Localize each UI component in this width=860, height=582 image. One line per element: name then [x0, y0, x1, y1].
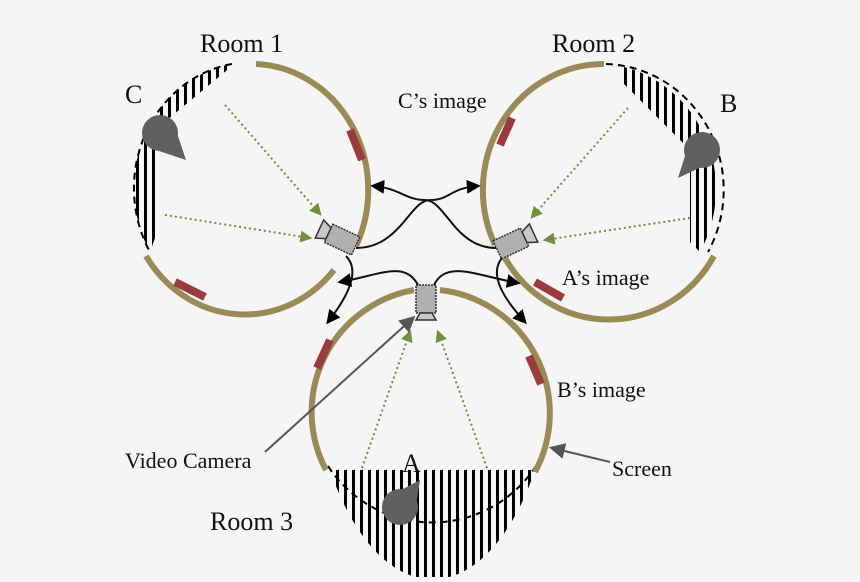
- room-2-label: Room 2: [552, 29, 635, 58]
- room-3-sight-line-left: [361, 329, 413, 469]
- person-a-label: A: [402, 449, 421, 478]
- video-camera-pointer: [264, 315, 416, 453]
- person-a-icon: [382, 480, 420, 525]
- person-b-icon: [678, 132, 720, 178]
- cable-cam2-to-room3-screen: [496, 257, 527, 325]
- cable-cam2-to-room1-screen: [370, 179, 497, 249]
- a-image-caption: A’s image: [562, 265, 649, 290]
- camera-room-3-icon: [414, 284, 438, 321]
- room-3-screen-left: [308, 287, 415, 472]
- room-3: [308, 284, 553, 580]
- room-2-hatch: [620, 66, 717, 252]
- room-1-image-patch-bottom: [173, 278, 207, 301]
- room-1: [133, 61, 372, 318]
- room-1-image-patch-right: [346, 128, 366, 162]
- camera-room-1-icon: [314, 218, 361, 256]
- screen-caption: Screen: [612, 456, 672, 481]
- room-2-screen-bottom: [502, 254, 717, 323]
- cables: [326, 179, 527, 325]
- room-1-sight-line-bottom: [164, 214, 313, 243]
- room-1-hatch: [133, 64, 232, 252]
- room-3-sight-line-right: [435, 329, 488, 469]
- person-b-label: B: [720, 89, 737, 118]
- room-1-label: Room 1: [200, 29, 283, 58]
- camera-room-2-icon: [492, 222, 539, 260]
- room-2-screen-top: [479, 60, 605, 247]
- room-1-screen-bottom: [143, 254, 337, 318]
- cable-cam3-to-room1-screen: [337, 270, 419, 287]
- cable-cam1-to-room3-screen: [326, 255, 354, 325]
- person-c-label: C: [125, 80, 142, 109]
- cable-cam3-to-room2-screen: [433, 270, 521, 288]
- room-2-sight-line-top: [530, 107, 629, 219]
- room-3-hatch: [330, 470, 535, 580]
- room-2-image-patch-bottom: [533, 278, 565, 302]
- room-3-label: Room 3: [210, 507, 293, 536]
- b-image-caption: B’s image: [557, 377, 646, 402]
- room-1-sight-line-top: [224, 104, 322, 216]
- c-image-caption: C’s image: [398, 88, 487, 113]
- room-2-wall-dashed: [605, 63, 725, 253]
- room-3-image-patch-left: [313, 338, 334, 370]
- room-3-image-patch-right: [525, 354, 545, 386]
- screen-pointer: [548, 443, 611, 463]
- cable-cam1-to-room2-screen: [355, 179, 481, 249]
- room-3-screen-right: [439, 287, 553, 474]
- room-3-wall-dashed: [327, 465, 537, 524]
- room-1-screen-top: [255, 61, 372, 248]
- room-2-sight-line-bottom: [542, 217, 691, 245]
- video-camera-caption: Video Camera: [125, 448, 252, 473]
- person-c-icon: [142, 115, 186, 160]
- room-2: [479, 60, 725, 323]
- room-2-image-patch-left: [496, 116, 516, 147]
